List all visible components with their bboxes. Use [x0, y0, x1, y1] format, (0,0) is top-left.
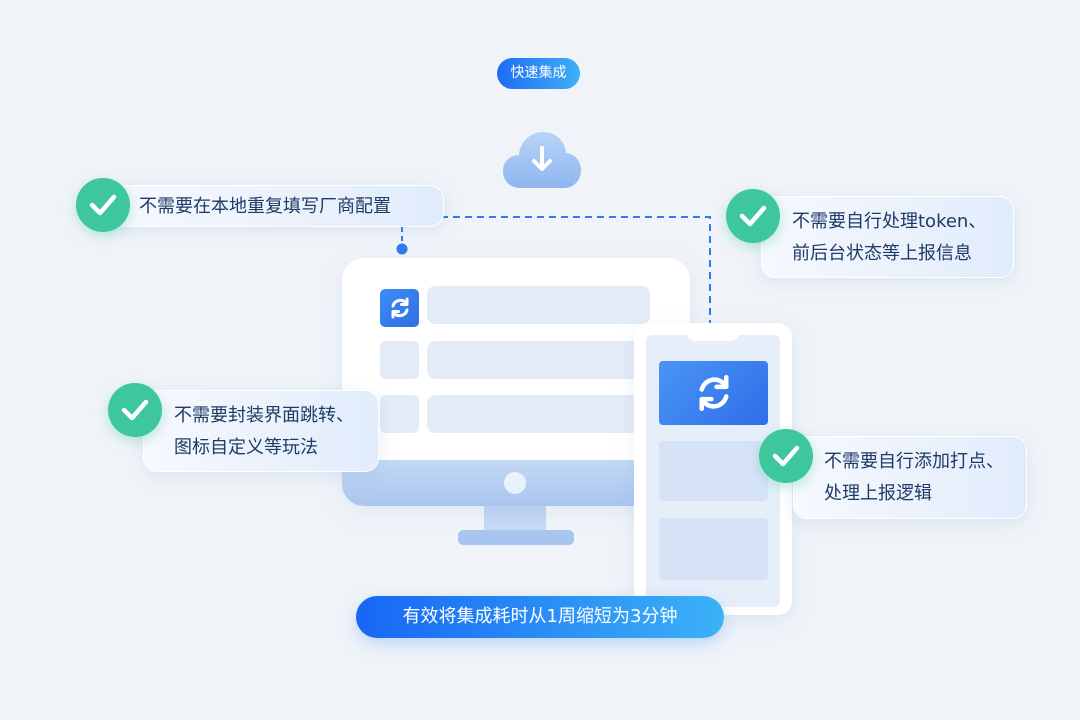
monitor-stand-neck	[484, 506, 546, 532]
callout-text: 不需要自行添加打点、 处理上报逻辑	[824, 451, 1004, 504]
monitor-list-row	[427, 395, 650, 433]
check-icon	[759, 429, 813, 483]
integration-time-summary: 有效将集成耗时从1周缩短为3分钟	[356, 596, 724, 638]
callout-no-tracking: 不需要自行添加打点、 处理上报逻辑	[793, 436, 1027, 519]
callout-no-ui-wrapping: 不需要封装界面跳转、 图标自定义等玩法	[143, 390, 379, 472]
phone-content-block	[659, 441, 768, 501]
monitor-list-thumb	[380, 341, 419, 379]
callout-no-token-handling: 不需要自行处理token、 前后台状态等上报信息	[761, 196, 1014, 278]
callout-no-vendor-config: 不需要在本地重复填写厂商配置	[112, 185, 444, 227]
check-icon	[76, 178, 130, 232]
callout-text: 不需要封装界面跳转、 图标自定义等玩法	[174, 405, 354, 458]
monitor-list-thumb	[380, 395, 419, 433]
callout-text: 不需要在本地重复填写厂商配置	[139, 196, 391, 217]
check-icon	[108, 383, 162, 437]
check-icon	[726, 189, 780, 243]
monitor-chin	[342, 460, 690, 506]
phone-sync-banner	[659, 361, 768, 425]
quick-integration-badge: 快速集成	[497, 58, 580, 89]
monitor-sync-icon	[380, 289, 419, 327]
monitor-list-row	[427, 286, 650, 324]
monitor-power-dot	[504, 472, 526, 494]
phone-sync-icon	[698, 374, 729, 412]
phone-content-block	[659, 518, 768, 580]
cloud-download-icon	[503, 132, 581, 188]
phone-notch	[686, 323, 740, 341]
monitor-list-row	[427, 341, 650, 379]
desktop-monitor	[342, 258, 690, 506]
phone-screen	[646, 335, 780, 607]
monitor-stand-base	[458, 530, 574, 545]
callout-text: 不需要自行处理token、 前后台状态等上报信息	[792, 211, 987, 264]
